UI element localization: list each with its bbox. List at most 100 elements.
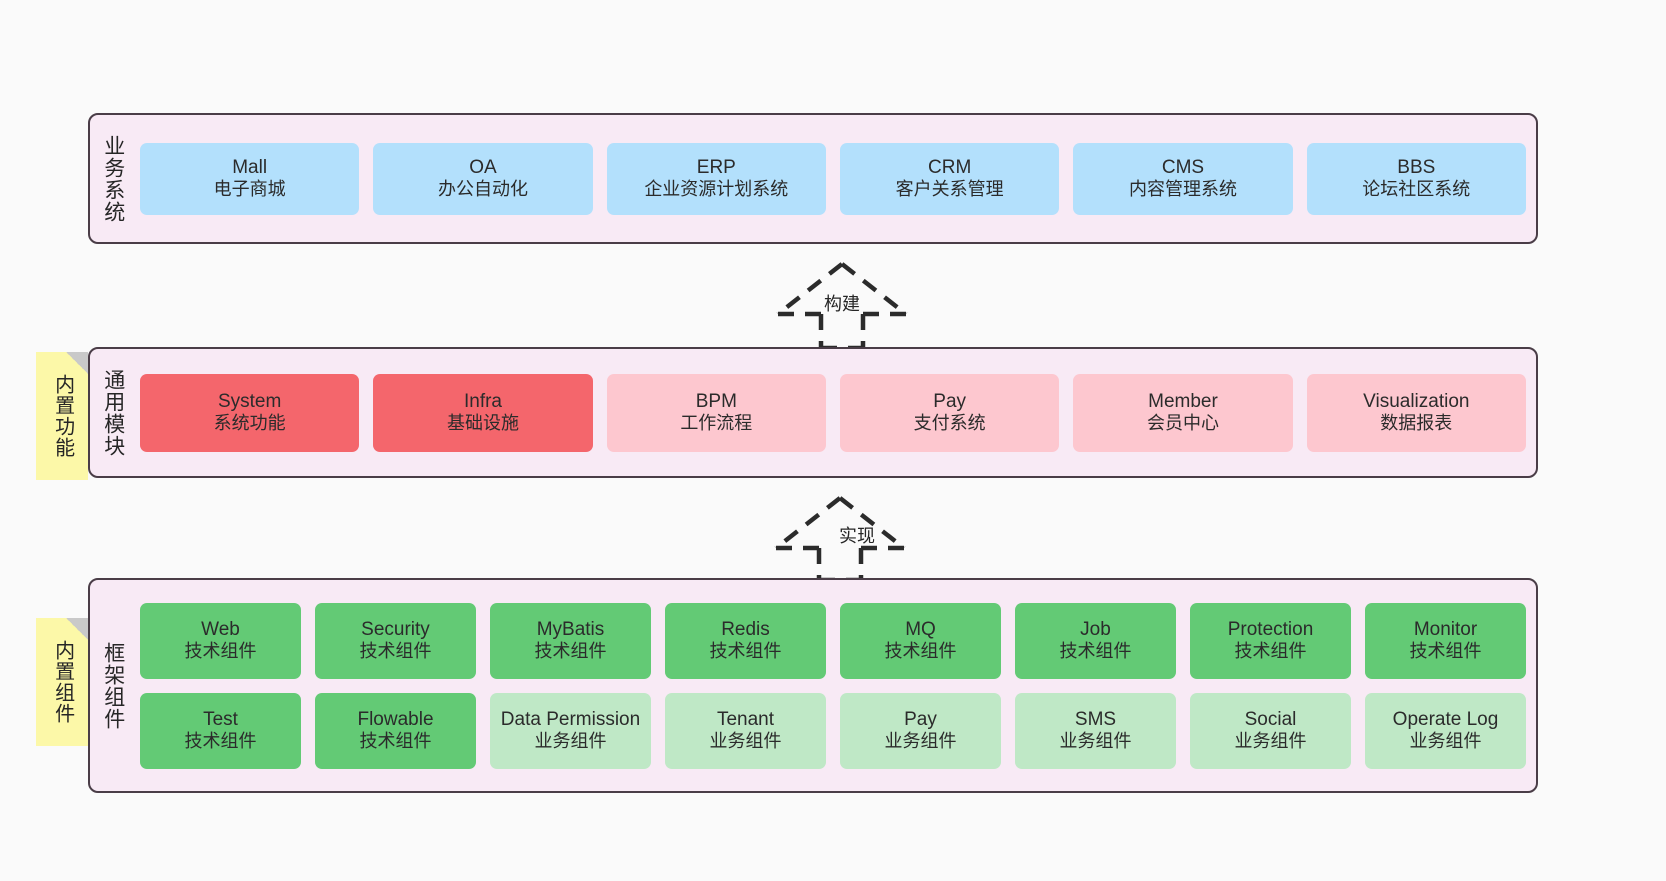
box-subtitle: 电子商城 [213, 179, 286, 200]
box-visualization[interactable]: Visualization 数据报表 [1306, 373, 1526, 452]
box-erp[interactable]: ERP 企业资源计划系统 [606, 142, 826, 215]
cell-row: Test 技术组件 Flowable 技术组件 Data Permission … [140, 692, 1526, 769]
box-subtitle: 业务组件 [534, 731, 607, 752]
box-tenant[interactable]: Tenant 业务组件 [665, 692, 826, 769]
box-title: Pay [904, 708, 937, 730]
box-subtitle: 技术组件 [884, 641, 957, 662]
box-subtitle: 支付系统 [913, 413, 986, 434]
box-subtitle: 系统功能 [213, 413, 286, 434]
box-flowable[interactable]: Flowable 技术组件 [315, 692, 476, 769]
box-title: MyBatis [536, 618, 605, 640]
generalization-arrow-icon [776, 262, 908, 351]
box-title: Member [1148, 390, 1218, 412]
box-job[interactable]: Job 技术组件 [1015, 602, 1176, 679]
cell-row: Mall 电子商城 OA 办公自动化 ERP 企业资源计划系统 CRM 客户关系… [140, 142, 1526, 215]
box-mall[interactable]: Mall 电子商城 [140, 142, 360, 215]
arrow-build: 构建 [757, 258, 927, 351]
arrow-label-realize: 实现 [839, 526, 875, 546]
box-title: ERP [696, 156, 736, 178]
box-crm[interactable]: CRM 客户关系管理 [839, 142, 1060, 215]
box-title: Social [1244, 708, 1297, 730]
layer-body-business-systems: Mall 电子商城 OA 办公自动化 ERP 企业资源计划系统 CRM 客户关系… [136, 115, 1536, 242]
generalization-arrow-icon [774, 496, 906, 583]
layer-body-framework-components: Web 技术组件 Security 技术组件 MyBatis 技术组件 Redi… [136, 580, 1536, 791]
box-title: BPM [695, 390, 737, 412]
box-cms[interactable]: CMS 内容管理系统 [1073, 142, 1293, 215]
box-subtitle: 技术组件 [359, 641, 432, 662]
box-infra[interactable]: Infra 基础设施 [373, 373, 593, 452]
layer-framework-components: 框架组件 Web 技术组件 Security 技术组件 MyBatis 技术组件… [88, 578, 1538, 793]
box-title: Monitor [1413, 618, 1478, 640]
box-title: CMS [1161, 156, 1205, 178]
box-title: Infra [463, 390, 502, 412]
arrow-realize: 实现 [772, 492, 942, 583]
box-bbs[interactable]: BBS 论坛社区系统 [1306, 142, 1526, 215]
box-social[interactable]: Social 业务组件 [1190, 692, 1351, 769]
box-title: Security [361, 618, 430, 640]
cell-row: System 系统功能 Infra 基础设施 BPM 工作流程 Pay 支付系统… [140, 373, 1526, 452]
layer-body-general-modules: System 系统功能 Infra 基础设施 BPM 工作流程 Pay 支付系统… [136, 349, 1536, 476]
box-title: Operate Log [1392, 708, 1499, 730]
cell-row: Web 技术组件 Security 技术组件 MyBatis 技术组件 Redi… [140, 602, 1526, 679]
box-subtitle: 办公自动化 [437, 179, 528, 200]
box-operate-log[interactable]: Operate Log 业务组件 [1365, 692, 1526, 769]
note-builtin-components: 内置组件 [36, 618, 88, 746]
box-title: Job [1080, 618, 1111, 640]
box-title: CRM [928, 156, 972, 178]
box-title: MQ [905, 618, 936, 640]
box-title: Redis [721, 618, 770, 640]
box-subtitle: 基础设施 [446, 413, 519, 434]
box-subtitle: 技术组件 [1409, 641, 1482, 662]
box-member[interactable]: Member 会员中心 [1073, 373, 1293, 452]
box-subtitle: 业务组件 [1409, 731, 1482, 752]
box-mybatis[interactable]: MyBatis 技术组件 [490, 602, 651, 679]
box-monitor[interactable]: Monitor 技术组件 [1365, 602, 1526, 679]
layer-title-general-modules: 通用模块 [101, 368, 125, 457]
folded-corner-icon [66, 618, 88, 640]
note-label: 内置功能 [51, 374, 74, 458]
layer-general-modules: 通用模块 System 系统功能 Infra 基础设施 BPM 工作流程 Pay… [88, 347, 1538, 478]
layer-title-business-systems: 业务系统 [101, 134, 125, 223]
box-pay[interactable]: Pay 支付系统 [839, 373, 1060, 452]
box-subtitle: 数据报表 [1380, 413, 1453, 434]
box-subtitle: 业务组件 [709, 731, 782, 752]
layer-title-framework-components: 框架组件 [101, 641, 125, 730]
box-pay-component[interactable]: Pay 业务组件 [840, 692, 1001, 769]
note-label: 内置组件 [51, 640, 74, 724]
box-subtitle: 技术组件 [1059, 641, 1132, 662]
folded-corner-icon [66, 352, 88, 374]
box-redis[interactable]: Redis 技术组件 [665, 602, 826, 679]
box-title: Data Permission [500, 708, 641, 730]
box-data-permission[interactable]: Data Permission 业务组件 [490, 692, 651, 769]
box-subtitle: 业务组件 [1234, 731, 1307, 752]
box-title: Tenant [716, 708, 775, 730]
box-web[interactable]: Web 技术组件 [140, 602, 301, 679]
box-title: Pay [933, 390, 967, 412]
box-subtitle: 技术组件 [1234, 641, 1307, 662]
arrow-label-build: 构建 [824, 294, 860, 314]
box-title: SMS [1074, 708, 1117, 730]
box-subtitle: 技术组件 [184, 731, 257, 752]
box-bpm[interactable]: BPM 工作流程 [606, 373, 826, 452]
note-builtin-functions: 内置功能 [36, 352, 88, 480]
box-mq[interactable]: MQ 技术组件 [840, 602, 1001, 679]
box-subtitle: 技术组件 [709, 641, 782, 662]
box-title: Flowable [357, 708, 434, 730]
box-subtitle: 工作流程 [680, 413, 753, 434]
box-subtitle: 企业资源计划系统 [644, 179, 789, 200]
box-subtitle: 技术组件 [534, 641, 607, 662]
box-security[interactable]: Security 技术组件 [315, 602, 476, 679]
box-subtitle: 业务组件 [1059, 731, 1132, 752]
box-title: OA [469, 156, 497, 178]
box-protection[interactable]: Protection 技术组件 [1190, 602, 1351, 679]
box-test[interactable]: Test 技术组件 [140, 692, 301, 769]
box-system[interactable]: System 系统功能 [140, 373, 360, 452]
box-title: Web [201, 618, 240, 640]
box-subtitle: 技术组件 [359, 731, 432, 752]
box-oa[interactable]: OA 办公自动化 [373, 142, 593, 215]
box-subtitle: 业务组件 [884, 731, 957, 752]
box-title: System [217, 390, 282, 412]
box-sms[interactable]: SMS 业务组件 [1015, 692, 1176, 769]
box-title: Test [203, 708, 238, 730]
